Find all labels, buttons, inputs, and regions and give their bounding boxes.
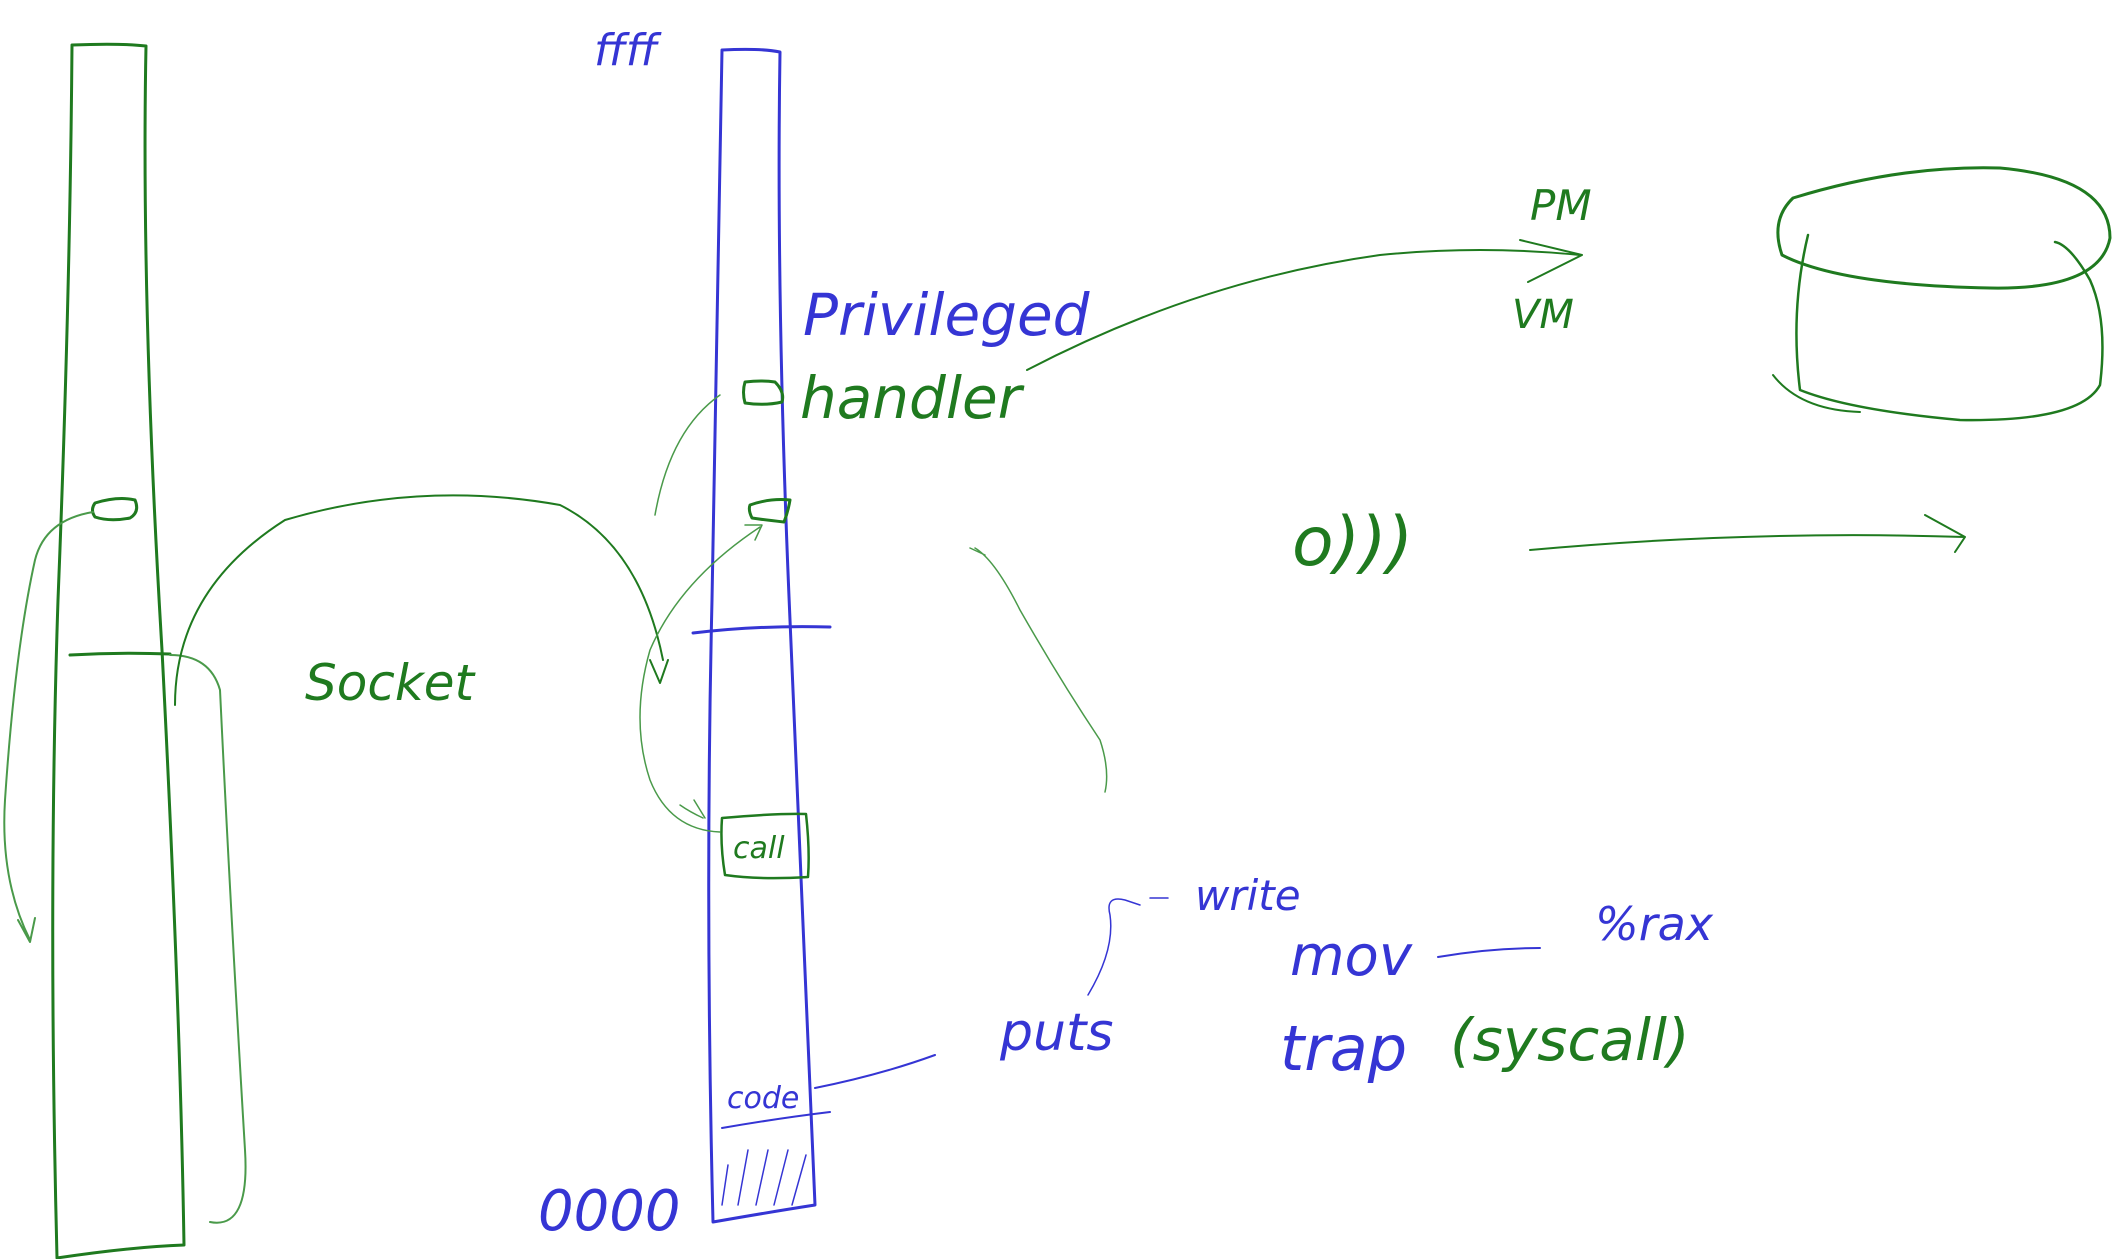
write-label: write bbox=[1195, 871, 1301, 920]
code-label: code bbox=[727, 1081, 799, 1116]
syscall-label: (syscall) bbox=[1450, 1006, 1690, 1074]
call-box bbox=[720, 812, 810, 880]
reserved-hatching bbox=[721, 1149, 807, 1206]
call-label: call bbox=[733, 831, 785, 866]
left-column-slot bbox=[91, 497, 139, 522]
signal-arrow bbox=[1529, 514, 1966, 553]
socket-label: Socket bbox=[305, 654, 477, 712]
left-column-divider bbox=[68, 651, 172, 657]
stack-column-divider bbox=[691, 625, 832, 635]
left-memory-column bbox=[51, 42, 186, 1259]
handler-up-arrow bbox=[654, 394, 721, 516]
pm-label: PM bbox=[1530, 181, 1592, 230]
mov-to-rax-line bbox=[1437, 947, 1541, 958]
code-to-puts-line bbox=[814, 1054, 936, 1089]
privileged-label: Privileged bbox=[803, 281, 1091, 349]
stack-memory-column bbox=[691, 47, 832, 1224]
code-region-underline bbox=[721, 1111, 831, 1129]
handler-label: handler bbox=[800, 364, 1025, 432]
socket-arrow bbox=[174, 494, 669, 706]
signal-icon: o))) bbox=[1292, 503, 1413, 582]
mov-label: mov bbox=[1290, 924, 1413, 989]
return-arrow bbox=[639, 524, 763, 833]
trap-label: trap bbox=[1280, 1012, 1407, 1085]
left-column-side-loop bbox=[169, 654, 247, 1224]
connector-line bbox=[969, 547, 1108, 793]
vm-label: VM bbox=[1512, 292, 1574, 338]
top-address-label: ffff bbox=[594, 25, 662, 76]
handler-slot bbox=[742, 379, 785, 406]
call-down-arrow bbox=[679, 799, 706, 819]
left-loop-arrow bbox=[3, 511, 94, 943]
bottom-address-label: 0000 bbox=[538, 1179, 681, 1244]
rax-label: %rax bbox=[1595, 897, 1714, 951]
handler-to-vm-arrow bbox=[1026, 239, 1583, 371]
return-slot bbox=[747, 498, 792, 524]
disk-cylinder-icon bbox=[1772, 166, 2112, 422]
puts-label: puts bbox=[999, 1003, 1113, 1063]
puts-to-write-arrow bbox=[1087, 897, 1169, 996]
